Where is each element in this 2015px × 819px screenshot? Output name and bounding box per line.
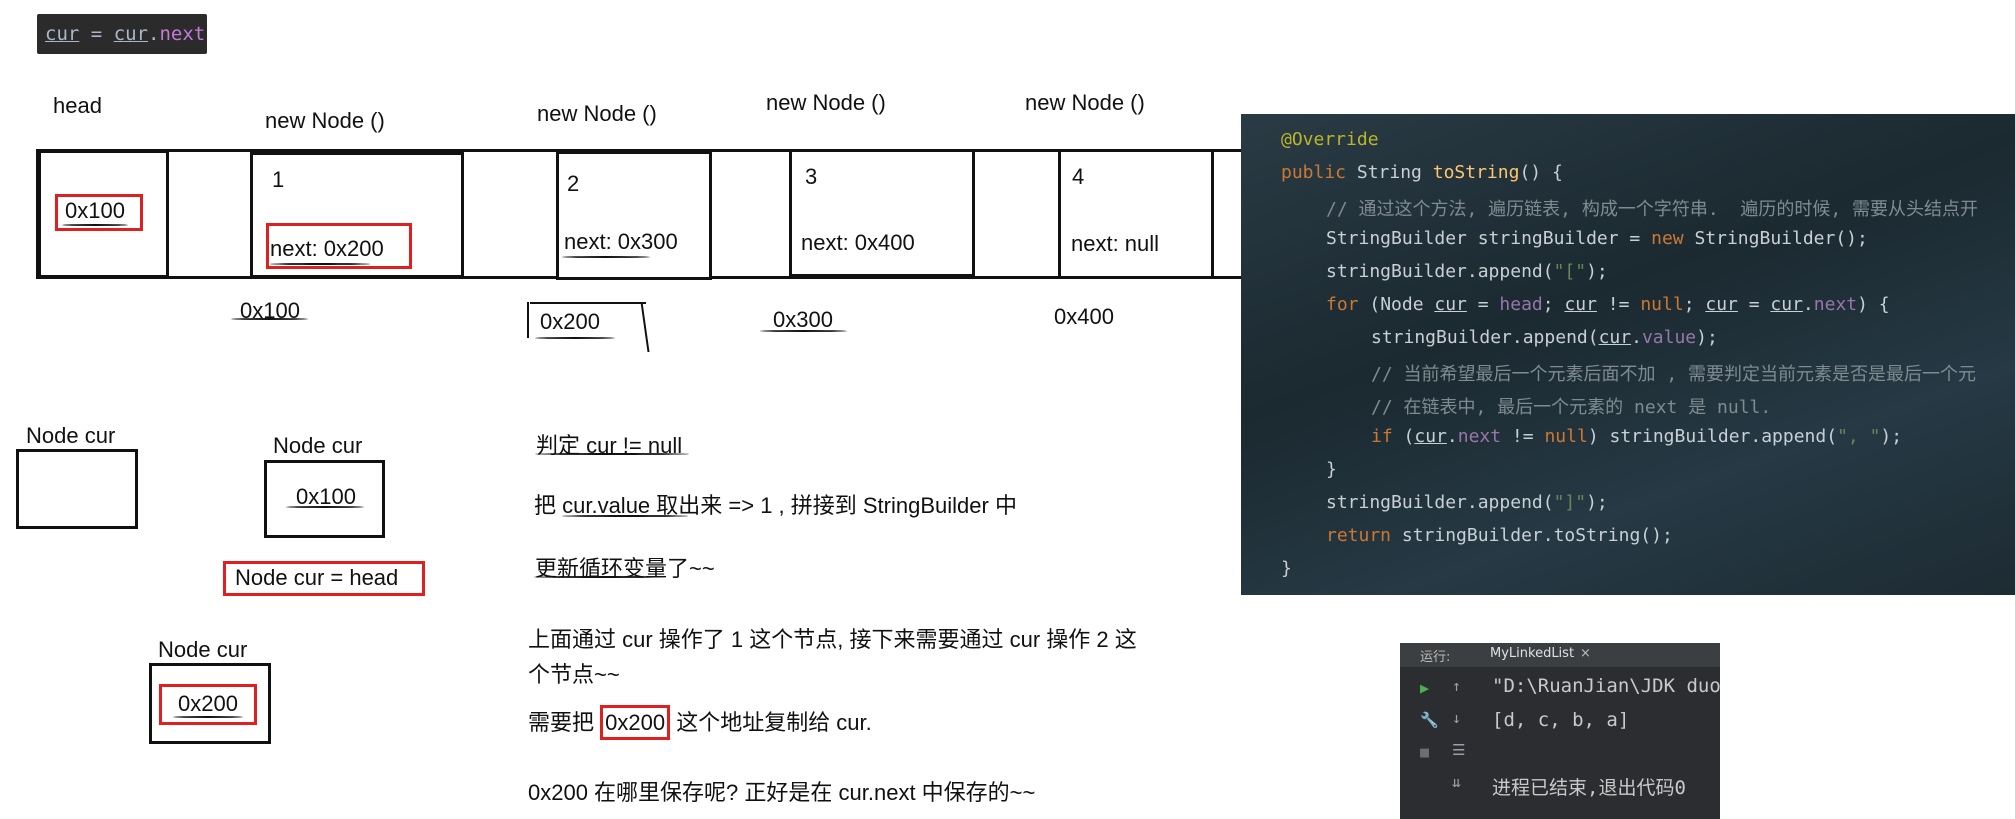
node-caption: new Node () xyxy=(537,101,657,126)
soft-wrap-icon[interactable]: ☰ xyxy=(1452,741,1466,759)
underline xyxy=(231,318,308,320)
code-line: if (cur.next != null) stringBuilder.appe… xyxy=(1371,426,1903,447)
node-caption: new Node () xyxy=(265,108,385,133)
assign-highlight xyxy=(223,561,425,596)
underline xyxy=(286,506,364,508)
snippet-eq: = xyxy=(90,23,103,45)
note-line: 0x200 在哪里保存呢? 正好是在 cur.next 中保存的~~ xyxy=(528,780,1036,805)
arrow-down-icon[interactable]: ↓ xyxy=(1452,709,1462,727)
node-caption: new Node () xyxy=(766,90,886,115)
scroll-end-icon[interactable]: ⇊ xyxy=(1452,773,1462,791)
cur-box-next xyxy=(149,663,271,744)
code-line: // 当前希望最后一个元素后面不加 , 需要判定当前元素是否是最后一个元 xyxy=(1371,364,1977,385)
head-box xyxy=(38,150,169,278)
underline xyxy=(173,716,243,718)
cur-label: Node cur xyxy=(273,433,363,458)
bracket-top xyxy=(530,302,646,304)
assign-text: Node cur = head xyxy=(235,565,399,590)
head-value: 0x100 xyxy=(65,198,125,223)
snippet-var: cur xyxy=(45,23,80,45)
snippet-dot: . xyxy=(148,23,160,45)
node-address: 0x200 xyxy=(540,309,600,334)
note-text: 这个地址复制给 cur. xyxy=(670,710,872,735)
node-caption: new Node () xyxy=(1025,90,1145,115)
code-snippet-cur-next: cur = cur.next xyxy=(37,14,207,54)
cur-value-highlight xyxy=(159,684,257,725)
note-line: 个节点~~ xyxy=(528,662,620,687)
node-value: 1 xyxy=(272,167,285,192)
note-line: 判定 cur != null xyxy=(536,433,683,458)
cur-label: Node cur xyxy=(158,637,248,662)
code-line: StringBuilder stringBuilder = new String… xyxy=(1326,228,1868,249)
snippet-var: cur xyxy=(113,23,149,45)
node-address: 0x100 xyxy=(240,298,300,323)
cur-value: 0x200 xyxy=(178,691,238,716)
underline xyxy=(62,224,128,226)
code-line: stringBuilder.append(cur.value); xyxy=(1371,327,1718,348)
bracket-left xyxy=(527,302,535,338)
node-next: next: null xyxy=(1071,231,1160,256)
node-next: next: 0x200 xyxy=(270,236,384,261)
address-highlight: 0x200 xyxy=(600,705,671,740)
code-editor-panel: @Override public String toString() { // … xyxy=(1241,114,2015,595)
note-line: 上面通过 cur 操作了 1 这个节点, 接下来需要通过 cur 操作 2 这 xyxy=(528,627,1137,652)
console-line: [d, c, b, a] xyxy=(1492,709,1630,731)
stop-icon[interactable]: ■ xyxy=(1420,743,1430,761)
cur-box-head xyxy=(264,460,385,538)
code-line: } xyxy=(1326,459,1337,480)
wrench-icon[interactable]: 🔧 xyxy=(1420,711,1439,729)
snippet-field: next xyxy=(159,23,206,45)
node-box-2 xyxy=(556,151,712,280)
code-line: stringBuilder.append("["); xyxy=(1326,261,1608,282)
code-line: public String toString() { xyxy=(1281,162,1563,183)
underline xyxy=(535,453,689,455)
run-tab-label: 运行: xyxy=(1420,650,1451,665)
node-next: next: 0x400 xyxy=(801,230,915,255)
cur-value: 0x100 xyxy=(296,484,356,509)
note-line: 把 cur.value 取出来 => 1 , 拼接到 StringBuilder… xyxy=(534,493,1017,518)
cur-label: Node cur xyxy=(26,423,116,448)
underline xyxy=(270,263,370,265)
code-line: for (Node cur = head; cur != null; cur =… xyxy=(1326,294,1890,315)
run-output-panel: 运行: MyLinkedList × ▶ 🔧 ■ ↑ ↓ ☰ ⇊ "D:\Rua… xyxy=(1400,643,1720,819)
head-label: head xyxy=(53,93,102,118)
arrow-up-icon[interactable]: ↑ xyxy=(1452,677,1462,695)
underline xyxy=(562,515,688,517)
code-line: // 通过这个方法, 遍历链表, 构成一个字符串. 遍历的时候, 需要从头结点开 xyxy=(1326,199,1979,220)
node-address: 0x300 xyxy=(773,307,833,332)
bracket-right xyxy=(632,302,650,352)
cur-box-empty xyxy=(16,449,138,529)
node-box-1 xyxy=(250,152,464,278)
code-line: // 在链表中, 最后一个元素的 next 是 null. xyxy=(1371,397,1772,418)
code-line: stringBuilder.append("]"); xyxy=(1326,492,1608,513)
node-box-3 xyxy=(789,149,975,277)
node-value: 2 xyxy=(567,171,580,196)
underline xyxy=(760,330,847,332)
note-line: 需要把 0x200 这个地址复制给 cur. xyxy=(528,705,872,740)
note-text: 需要把 xyxy=(528,710,601,735)
next-highlight xyxy=(266,223,412,269)
run-panel-header: 运行: MyLinkedList × xyxy=(1400,643,1720,667)
node-value: 3 xyxy=(805,164,818,189)
run-config-tab[interactable]: MyLinkedList xyxy=(1490,646,1575,661)
code-line: return stringBuilder.toString(); xyxy=(1326,525,1673,546)
close-icon[interactable]: × xyxy=(1580,646,1591,661)
code-line: @Override xyxy=(1281,129,1379,150)
run-icon[interactable]: ▶ xyxy=(1420,679,1430,697)
underline xyxy=(562,256,650,258)
note-line: 更新循环变量了~~ xyxy=(535,556,715,581)
code-line: } xyxy=(1281,558,1292,579)
node-next: next: 0x300 xyxy=(564,229,678,254)
underline xyxy=(535,337,615,339)
node-box-4 xyxy=(1058,149,1214,279)
node-value: 4 xyxy=(1072,164,1085,189)
head-value-highlight xyxy=(55,194,143,231)
console-line: "D:\RuanJian\JDK duo xyxy=(1492,675,1720,697)
console-line: 进程已结束,退出代码0 xyxy=(1492,777,1686,799)
node-address: 0x400 xyxy=(1054,304,1114,329)
underline xyxy=(534,576,666,578)
